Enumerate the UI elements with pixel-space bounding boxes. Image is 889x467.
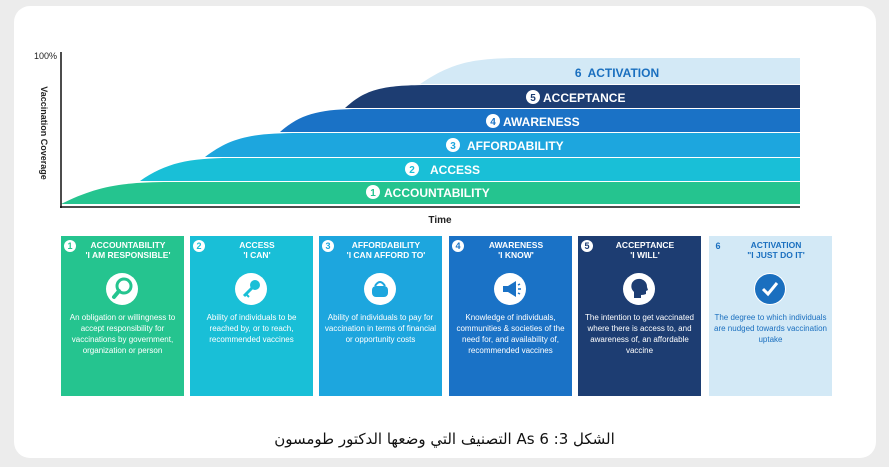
key-icon	[235, 273, 267, 305]
box-activation: 6 ACTIVATION"I JUST DO IT' The degree to…	[709, 236, 832, 396]
layer-acceptance	[345, 85, 800, 108]
magnifier-icon	[106, 273, 138, 305]
box-awareness: 4 AWARENESS'I KNOW' Knowledge of individ…	[449, 236, 572, 396]
box-title: AFFORDABILITY'I CAN AFFORD TO'	[333, 240, 439, 260]
box-number: 4	[452, 240, 464, 252]
box-title-line: 'I AM RESPONSIBLE'	[85, 250, 171, 260]
box-description: The degree to which individuals are nudg…	[714, 313, 827, 344]
layer-label-acceptance: ACCEPTANCE	[543, 91, 625, 105]
purse-icon	[364, 273, 396, 305]
box-number: 1	[64, 240, 76, 252]
megaphone-icon	[494, 273, 526, 305]
y-axis-top-label: 100%	[34, 51, 58, 61]
layer-activation	[420, 58, 800, 84]
box-affordability: 3 AFFORDABILITY'I CAN AFFORD TO' Ability…	[319, 236, 442, 396]
svg-text:3: 3	[450, 141, 456, 152]
box-title-line: 'I WILL'	[630, 250, 660, 260]
box-accountability: 1 ACCOUNTABILITY'I AM RESPONSIBLE' An ob…	[61, 236, 184, 396]
box-number: 6	[715, 241, 721, 251]
box-title: ACCOUNTABILITY'I AM RESPONSIBLE'	[75, 240, 181, 260]
checkmark-icon	[754, 273, 786, 305]
box-title-line: 'I CAN AFFORD TO'	[346, 250, 426, 260]
box-title-line: ACCESS	[239, 240, 275, 250]
svg-text:1: 1	[370, 188, 376, 199]
box-title-line: ACCOUNTABILITY	[90, 240, 166, 250]
box-description: The intention to get vaccinated where th…	[585, 313, 694, 355]
box-title-line: AFFORDABILITY	[351, 240, 421, 250]
box-title: ACCESS'I CAN'	[204, 240, 310, 260]
svg-text:2: 2	[409, 165, 415, 176]
layer-affordability	[205, 133, 800, 157]
box-title: AWARENESS'I KNOW'	[463, 240, 569, 260]
box-description: Ability of individuals to be reached by,…	[206, 313, 297, 344]
box-title-line: ACCEPTANCE	[615, 240, 675, 250]
box-number: 2	[193, 240, 205, 252]
svg-text:5: 5	[530, 93, 536, 104]
layer-label-access: ACCESS	[430, 163, 480, 177]
figure-caption: الشكل 3: As 6 التصنيف التي وضعها الدكتور…	[274, 430, 615, 448]
box-title-line: "I JUST DO IT'	[747, 250, 805, 260]
layer-label-affordability: AFFORDABILITY	[467, 139, 564, 153]
layer-label-awareness: AWARENESS	[503, 115, 580, 129]
box-description: Knowledge of individuals, communities & …	[456, 313, 565, 355]
box-description: Ability of individuals to pay for vaccin…	[324, 313, 437, 344]
box-number: 5	[581, 240, 593, 252]
box-acceptance: 5 ACCEPTANCE'I WILL' The intention to ge…	[578, 236, 701, 396]
y-axis-title: Vaccination Coverage	[39, 86, 49, 180]
box-description: An obligation or willingness to accept r…	[69, 313, 176, 355]
box-title: ACCEPTANCE'I WILL'	[592, 240, 698, 260]
layer-accountability	[61, 182, 800, 204]
box-title-line: ACTIVATION	[750, 240, 802, 250]
layer-access	[140, 158, 800, 181]
box-number: 3	[322, 240, 334, 252]
box-title-line: 'I KNOW'	[498, 250, 534, 260]
x-axis-title: Time	[428, 215, 452, 226]
svg-text:4: 4	[490, 117, 496, 128]
head-icon	[623, 273, 655, 305]
box-title-line: AWARENESS	[488, 240, 544, 250]
box-access: 2 ACCESS'I CAN' Ability of individuals t…	[190, 236, 313, 396]
box-title-line: 'I CAN'	[243, 250, 271, 260]
layer-label-accountability: ACCOUNTABILITY	[384, 186, 490, 200]
layer-num-activation: 6	[575, 66, 582, 80]
layer-awareness	[280, 109, 800, 132]
box-title: ACTIVATION"I JUST DO IT'	[723, 240, 829, 260]
